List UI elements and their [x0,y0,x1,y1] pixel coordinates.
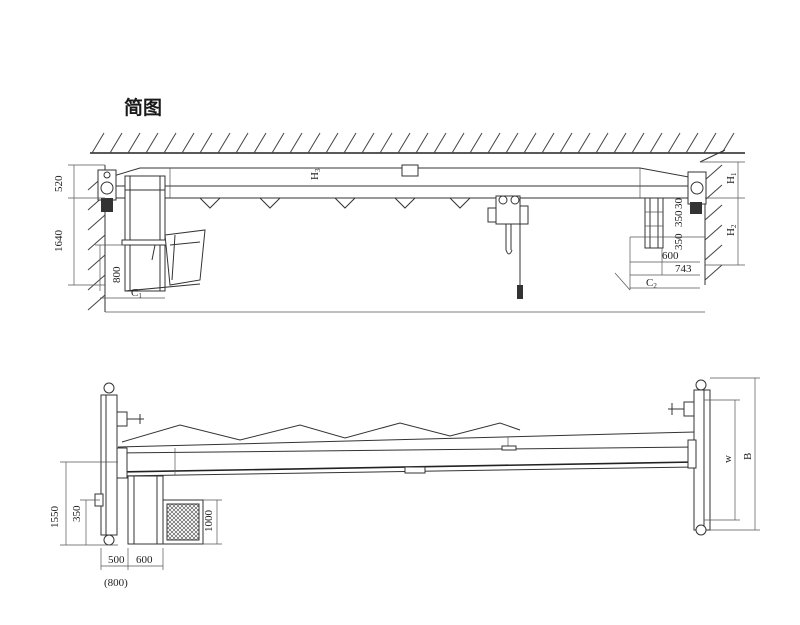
plan-view: 1550 350 1000 500 600 (800) w B [49,377,760,589]
w-label: w [722,455,734,463]
plan-cab [127,475,204,545]
girder-truss [199,197,471,209]
dim-1640-label: 1640 [53,230,65,253]
operator-cab [121,175,206,292]
girder-nameplate [401,164,419,177]
elevation-view: 520 1640 800 C1 C2 H3 H1 H2 350 350 30 6… [53,132,745,313]
dim-520-label: 520 [53,175,65,192]
plan-left-carriage [94,382,144,546]
c1-label: C1 [131,287,142,300]
plan-girder [117,431,696,477]
h2-label: H2 [725,224,738,236]
right-bracket [644,197,664,249]
B-label: B [742,453,754,460]
right-end-carriage [687,171,707,214]
h1-label: H1 [725,172,738,184]
c2-label: C2 [646,277,657,290]
ceiling-hatch [90,132,745,154]
dim-1550-label: 1550 [49,506,61,529]
dim-600-plan-label: 600 [136,554,153,566]
hoist-trolley [487,195,529,299]
main-girder [99,164,706,199]
dim-1000-label: 1000 [203,510,215,533]
dim-30-label: 30 [673,198,685,210]
dim-350-plan-label: 350 [71,505,83,522]
plan-dims [60,377,760,570]
dim-743-label: 743 [675,263,692,275]
dim-600-elev-label: 600 [662,250,679,262]
dim-350a-label: 350 [673,233,685,250]
h3-label: H3 [309,168,322,180]
drawing-title: 简图 [124,96,162,119]
dim-350b-label: 350 [673,210,685,227]
elevation-dims-left [68,164,705,313]
plan-right-carriage [668,379,711,536]
dim-800-label: 800 [111,266,123,283]
left-end-carriage [97,169,117,212]
elevation-dims-right [614,161,745,291]
dim-500-label: 500 [108,554,125,566]
dim-800-paren-label: (800) [104,577,128,589]
plan-truss [121,422,521,443]
